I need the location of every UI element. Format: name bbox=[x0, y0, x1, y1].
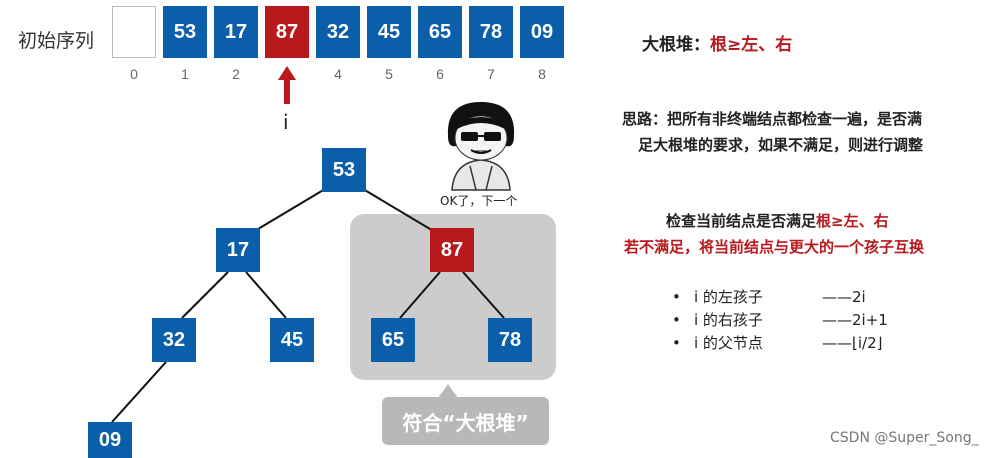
edge-17-32 bbox=[181, 271, 229, 319]
tree-node-53: 53 bbox=[322, 148, 366, 192]
group-label: 符合“大根堆” bbox=[382, 397, 549, 445]
array-cell-6: 65 bbox=[418, 6, 462, 58]
array-cell-0 bbox=[112, 6, 156, 58]
array-index-4: 4 bbox=[334, 66, 342, 82]
bullet-label: i 的左孩子 bbox=[694, 288, 763, 306]
bullet-dot-icon: • bbox=[672, 288, 681, 306]
edge-53-87 bbox=[357, 185, 436, 233]
bullet-label: i 的右孩子 bbox=[694, 311, 763, 329]
array-index-5: 5 bbox=[385, 66, 393, 82]
tree-node-65: 65 bbox=[371, 318, 415, 362]
swap-line: 若不满足，将当前结点与更大的一个孩子互换 bbox=[624, 238, 925, 256]
bullet-item: • i 的父节点 ——⌊i/2⌋ bbox=[672, 332, 888, 355]
array-cell-7: 78 bbox=[469, 6, 513, 58]
array-label: 初始序列 bbox=[18, 30, 95, 52]
edge-87-65 bbox=[399, 271, 441, 319]
tree-node-78: 78 bbox=[488, 318, 532, 362]
edge-17-45 bbox=[245, 271, 287, 319]
array-cell-5: 45 bbox=[367, 6, 411, 58]
bullet-dot-icon: • bbox=[672, 334, 681, 352]
array-cell-4: 32 bbox=[316, 6, 360, 58]
bullet-list: • i 的左孩子 ——2i • i 的右孩子 ——2i+1 • i 的父节点 —… bbox=[672, 286, 888, 355]
check-rule: 根≥左、右 bbox=[816, 212, 889, 230]
heap-rule: 大根堆：根≥左、右 bbox=[642, 30, 792, 55]
idea-line-1: 思路：把所有非终端结点都检查一遍，是否满 bbox=[622, 110, 923, 128]
edge-53-17 bbox=[252, 185, 331, 233]
bullet-label: i 的父节点 bbox=[694, 334, 763, 352]
tree-node-09: 09 bbox=[88, 422, 132, 458]
pointer-label: i bbox=[283, 110, 289, 134]
bullet-item: • i 的右孩子 ——2i+1 bbox=[672, 309, 888, 332]
bullet-value: ——2i bbox=[822, 288, 866, 306]
edge-87-78 bbox=[462, 271, 505, 319]
edge-32-09 bbox=[111, 361, 167, 423]
array-cell-2: 17 bbox=[214, 6, 258, 58]
heap-rule-prefix: 大根堆： bbox=[642, 35, 710, 55]
bullet-dot-icon: • bbox=[672, 311, 681, 329]
watermark: CSDN @Super_Song_ bbox=[830, 430, 979, 446]
array-index-8: 8 bbox=[538, 66, 546, 82]
meme-caption: OK了，下一个 bbox=[440, 194, 518, 208]
check-line: 检查当前结点是否满足根≥左、右 bbox=[666, 210, 889, 231]
array-index-2: 2 bbox=[232, 66, 240, 82]
heap-rule-value: 根≥左、右 bbox=[710, 35, 793, 55]
label-pointer-icon bbox=[438, 384, 458, 398]
array-cell-8: 09 bbox=[520, 6, 564, 58]
array-index-6: 6 bbox=[436, 66, 444, 82]
array-index-7: 7 bbox=[487, 66, 495, 82]
bullet-value: ——2i+1 bbox=[822, 311, 888, 329]
idea-line-2: 足大根堆的要求，如果不满足，则进行调整 bbox=[638, 136, 924, 154]
pointer-arrow-icon bbox=[278, 66, 296, 104]
array-index-1: 1 bbox=[181, 66, 189, 82]
check-prefix: 检查当前结点是否满足 bbox=[666, 212, 817, 230]
array-cell-3: 87 bbox=[265, 6, 309, 58]
tree-node-87: 87 bbox=[430, 228, 474, 272]
array-cell-1: 53 bbox=[163, 6, 207, 58]
tree-node-17: 17 bbox=[216, 228, 260, 272]
tree-node-45: 45 bbox=[270, 318, 314, 362]
meme-sticker-icon bbox=[447, 102, 515, 191]
bullet-item: • i 的左孩子 ——2i bbox=[672, 286, 888, 309]
bullet-value: ——⌊i/2⌋ bbox=[822, 334, 883, 352]
tree-node-32: 32 bbox=[152, 318, 196, 362]
array-index-0: 0 bbox=[130, 66, 138, 82]
